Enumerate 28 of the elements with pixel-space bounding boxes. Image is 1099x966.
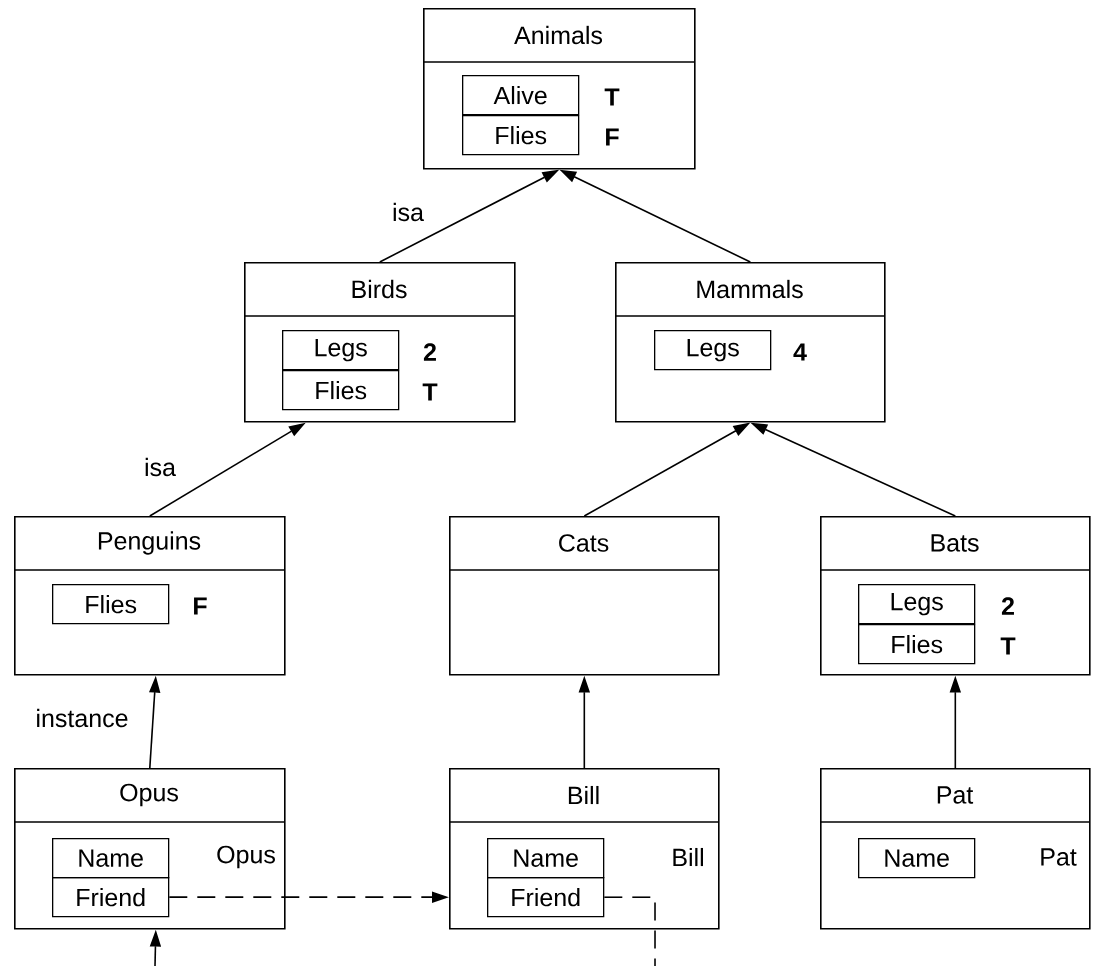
slot-value: F xyxy=(606,128,619,146)
slot-box: Friend xyxy=(487,877,605,918)
slot-box: Legs xyxy=(858,584,976,625)
slot-box: Flies xyxy=(858,624,976,665)
slot-box: Alive xyxy=(462,75,580,116)
slot-value: T xyxy=(422,383,438,401)
edge-label: isa xyxy=(145,457,176,477)
slot-box: Legs xyxy=(282,330,400,371)
slot-value: Bill xyxy=(673,847,703,867)
slot-box: Flies xyxy=(462,115,580,156)
slot-value: 2 xyxy=(423,343,436,361)
slot-value: Opus xyxy=(217,845,275,869)
slot-value: 2 xyxy=(1001,597,1014,615)
slot-value: T xyxy=(604,88,620,106)
slot-box: Name xyxy=(487,838,605,879)
edge-label: isa xyxy=(393,202,424,222)
slot-box: Name xyxy=(858,838,976,879)
slot-box: Flies xyxy=(52,584,170,625)
slot-box: Friend xyxy=(52,877,170,918)
slot-value: 4 xyxy=(793,343,807,361)
slot-box: Legs xyxy=(654,330,772,371)
frame-box: Cats xyxy=(448,516,720,676)
slot-value: F xyxy=(194,597,207,615)
slot-box: Name xyxy=(52,838,170,879)
slot-box: Flies xyxy=(282,370,400,411)
slot-value: Pat xyxy=(1041,848,1077,866)
edge-label: instance xyxy=(37,708,128,728)
slot-value: T xyxy=(1000,637,1016,655)
